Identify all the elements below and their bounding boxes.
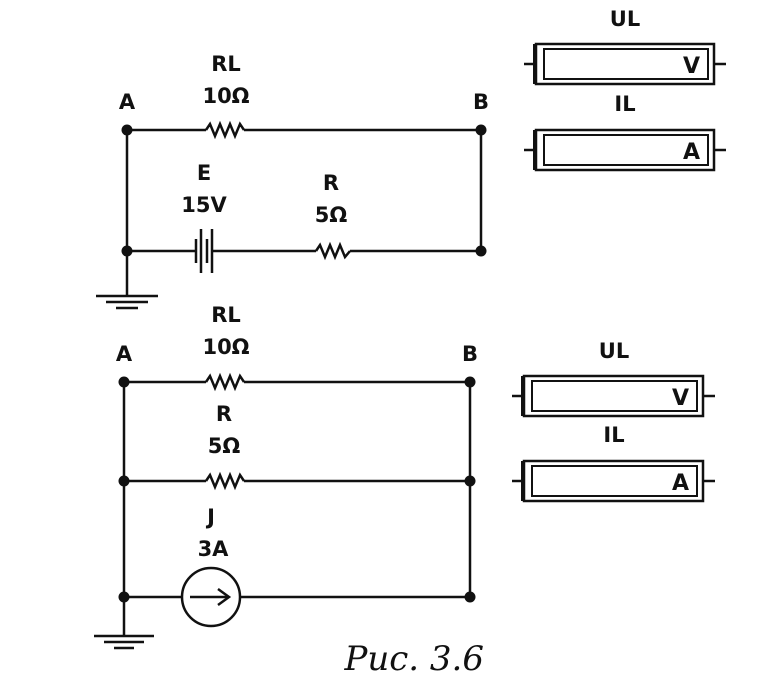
node-b-dot — [475, 124, 487, 136]
node-dot — [118, 591, 130, 603]
circuit-1: A B RL 10Ω E 15V R 5Ω — [96, 52, 489, 310]
circuit-2: A B RL 10Ω R 5Ω J 3A — [94, 303, 478, 650]
voltmeter-2: V — [512, 374, 715, 418]
node-a-label: A — [119, 90, 136, 114]
figure-caption: Рис. 3.6 — [343, 639, 484, 679]
node-a-label: A — [116, 342, 133, 366]
j-name-label: J — [205, 505, 215, 529]
voltmeter-1: V — [524, 42, 726, 86]
ammeter-2: A — [512, 459, 715, 503]
node-a-dot — [121, 124, 133, 136]
node-dot — [464, 475, 476, 487]
node-dot — [464, 591, 476, 603]
r-value-label: 5Ω — [208, 434, 241, 458]
j-value-label: 3A — [198, 537, 230, 561]
ammeter-unit: A — [683, 140, 700, 165]
r-name-label: R — [323, 171, 339, 195]
ground-icon — [94, 597, 154, 650]
rl-value-label: 10Ω — [202, 335, 249, 359]
e-value-label: 15V — [181, 193, 227, 217]
resistor-rl-symbol — [204, 372, 246, 392]
voltmeter-unit: V — [672, 386, 689, 411]
node-dot — [475, 245, 487, 257]
resistor-r-symbol — [314, 241, 351, 261]
ammeter-unit: A — [672, 471, 689, 496]
resistor-rl-symbol — [204, 120, 246, 140]
current-source-j-symbol — [180, 566, 242, 628]
ground-icon — [96, 251, 158, 310]
node-b-dot — [464, 376, 476, 388]
node-dot — [121, 245, 133, 257]
node-b-label: B — [462, 342, 478, 366]
voltmeter-label: UL — [610, 7, 640, 31]
e-name-label: E — [197, 161, 211, 185]
voltmeter-unit: V — [683, 54, 700, 79]
meters-1: UL V IL A — [524, 7, 726, 172]
ammeter-label: IL — [614, 92, 635, 116]
rl-name-label: RL — [211, 52, 241, 76]
rl-value-label: 10Ω — [202, 84, 249, 108]
r-value-label: 5Ω — [315, 203, 348, 227]
ammeter-label: IL — [603, 423, 624, 447]
node-b-label: B — [473, 90, 489, 114]
r-name-label: R — [216, 402, 232, 426]
resistor-r-symbol — [204, 471, 246, 491]
ammeter-1: A — [524, 128, 726, 172]
meters-2: UL V IL A — [512, 339, 715, 503]
node-dot — [118, 475, 130, 487]
battery-e-symbol — [194, 229, 214, 273]
rl-name-label: RL — [211, 303, 241, 327]
voltmeter-label: UL — [599, 339, 629, 363]
node-a-dot — [118, 376, 130, 388]
